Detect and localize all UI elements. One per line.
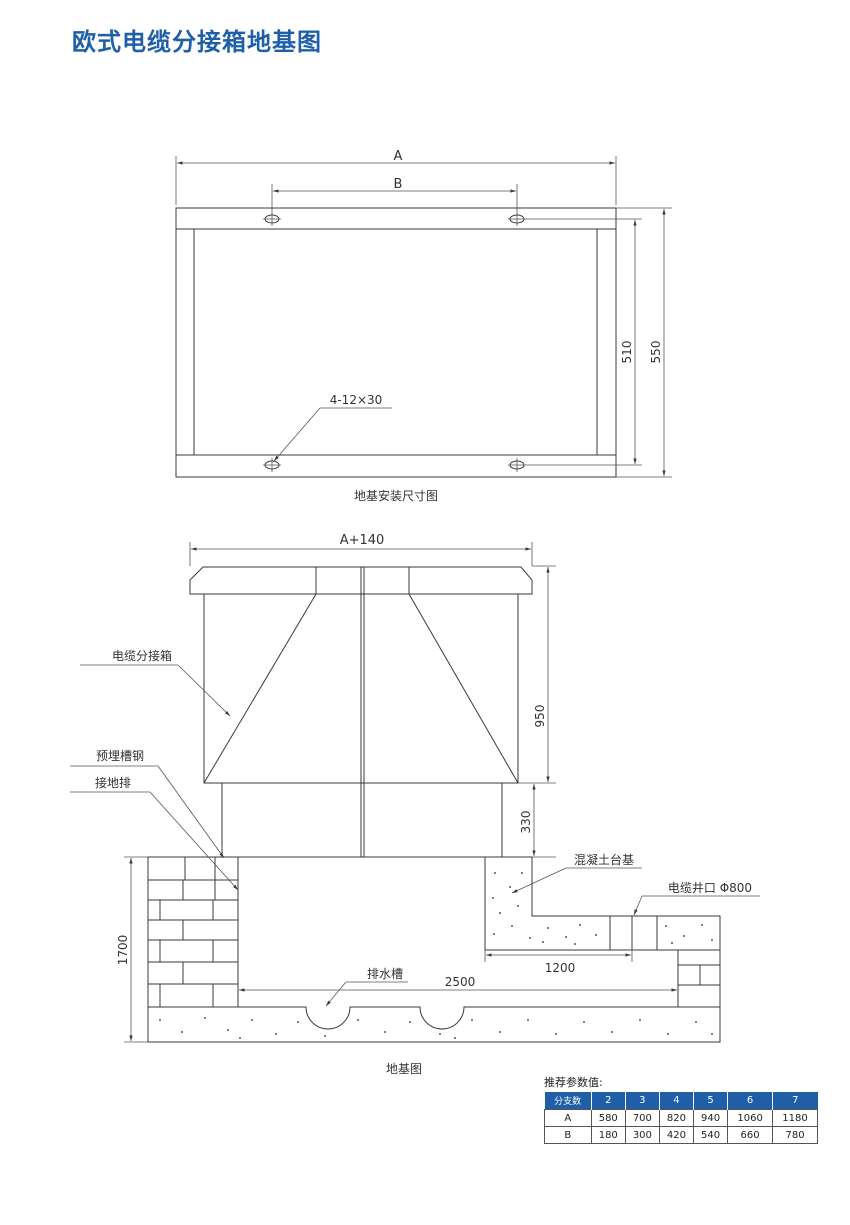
- section-view: A+140 950 330: [70, 533, 760, 1076]
- cabinet-base: [221, 782, 503, 858]
- table-cell: 180: [590, 1126, 626, 1144]
- header-cell: 2: [590, 1092, 626, 1110]
- table-cell: 580: [590, 1109, 626, 1127]
- channel-steel-callout: 预埋槽钢: [96, 749, 144, 763]
- header-cell: 5: [693, 1092, 728, 1110]
- dim-1700-label: 1700: [116, 935, 130, 966]
- section-view-caption: 地基图: [386, 1062, 422, 1076]
- table-cell: B: [544, 1126, 592, 1144]
- table-cell: 820: [658, 1109, 695, 1127]
- dim-330-label: 330: [519, 811, 533, 834]
- table-cell: 660: [727, 1126, 774, 1144]
- base-frame-inner: [193, 228, 598, 456]
- header-cell: 6: [727, 1092, 773, 1110]
- table-cell: 700: [624, 1109, 660, 1127]
- dim-1200-label: 1200: [545, 961, 576, 975]
- params-table: 分支数 2 3 4 5 6 7 A 580 700 820 940 1060 1…: [544, 1092, 818, 1144]
- dim-a140-label: A+140: [340, 533, 385, 548]
- header-cell: 分支数: [544, 1092, 592, 1110]
- table-cell: 780: [772, 1126, 818, 1144]
- dim-a-label: A: [394, 149, 403, 164]
- foundation-slab: [147, 1006, 721, 1043]
- table-cell: 300: [624, 1126, 660, 1144]
- header-cell: 3: [624, 1092, 660, 1110]
- cabinet-roof: [189, 566, 533, 595]
- mounting-hole-icon: [263, 212, 281, 226]
- mounting-hole-icon: [263, 458, 281, 472]
- dim-950-label: 950: [533, 705, 547, 728]
- plan-view: A B: [175, 149, 672, 503]
- header-cell: 4: [658, 1092, 694, 1110]
- cabinet-callout: 电缆分接箱: [112, 648, 172, 663]
- drain-callout: 排水槽: [367, 967, 403, 981]
- plan-view-caption: 地基安装尺寸图: [354, 488, 438, 503]
- table-cell: 940: [693, 1109, 729, 1127]
- header-cell: 7: [772, 1092, 818, 1110]
- dim-550-label: 550: [649, 341, 663, 364]
- dim-510-label: 510: [620, 341, 634, 364]
- mounting-hole-icon: [508, 212, 526, 226]
- ground-bar-callout: 接地排: [95, 775, 131, 790]
- hole-spec-label: 4-12×30: [330, 393, 383, 407]
- mounting-hole-icon: [508, 458, 526, 472]
- cable-well-callout: 电缆井口 Φ800: [668, 881, 752, 895]
- brick-wall-right: [677, 949, 721, 1008]
- table-cell: 540: [693, 1126, 729, 1144]
- dim-b-label: B: [394, 177, 403, 192]
- table-row: A 580 700 820 940 1060 1180: [544, 1109, 818, 1127]
- table-cell: A: [544, 1109, 592, 1127]
- brick-wall-left: [147, 856, 239, 1008]
- table-cell: 1060: [727, 1109, 774, 1127]
- page-title: 欧式电缆分接箱地基图: [72, 28, 322, 56]
- table-row: B 180 300 420 540 660 780: [544, 1126, 818, 1144]
- concrete-base-callout: 混凝土台基: [574, 852, 634, 867]
- base-frame-outer: [175, 207, 617, 478]
- table-cell: 1180: [772, 1109, 818, 1127]
- params-caption: 推荐参数值:: [544, 1076, 603, 1089]
- concrete-texture: [159, 872, 713, 1039]
- params-header-row: 分支数 2 3 4 5 6 7: [544, 1092, 818, 1110]
- dim-2500-label: 2500: [445, 975, 476, 989]
- table-cell: 420: [658, 1126, 695, 1144]
